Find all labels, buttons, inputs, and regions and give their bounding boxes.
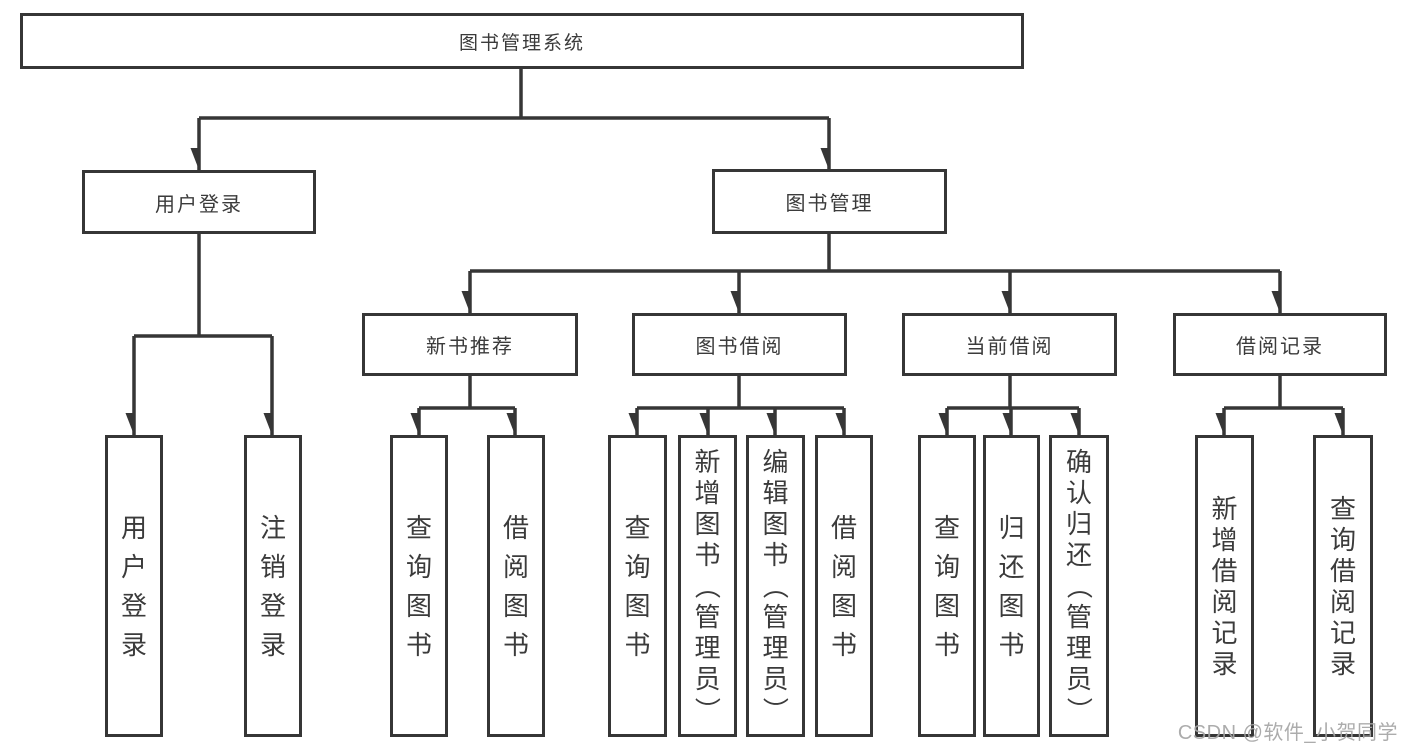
leaf-bb-edit-books-admin: 编辑图书（管理员） — [746, 435, 805, 737]
leaf-logout: 注销登录 — [244, 435, 302, 737]
leaf-label: 借阅图书 — [502, 512, 529, 660]
leaf-cb-confirm-return-admin: 确认归还（管理员） — [1049, 435, 1109, 737]
leaf-label: 注销登录 — [259, 512, 286, 660]
node-label: 图书管理 — [785, 193, 874, 215]
leaf-label: 查询借阅记录 — [1329, 493, 1356, 679]
node-label: 图书管理系统 — [458, 32, 585, 54]
leaf-label: 归还图书 — [998, 512, 1025, 660]
leaf-label: 查询图书 — [933, 512, 960, 660]
leaf-label: 新增借阅记录 — [1211, 493, 1238, 679]
leaf-cb-query-books: 查询图书 — [918, 435, 976, 737]
leaf-br-add-record: 新增借阅记录 — [1195, 435, 1254, 737]
node-user-login: 用户登录 — [82, 170, 316, 234]
leaf-nb-query-books: 查询图书 — [390, 435, 448, 737]
node-book-management: 图书管理 — [712, 169, 947, 234]
leaf-label: 查询图书 — [405, 512, 432, 660]
node-current-borrow: 当前借阅 — [902, 313, 1117, 376]
node-new-book-recommend: 新书推荐 — [362, 313, 578, 376]
node-book-borrow: 图书借阅 — [632, 313, 847, 376]
leaf-label: 用户登录 — [120, 512, 147, 660]
leaf-user-login: 用户登录 — [105, 435, 163, 737]
leaf-nb-borrow-books: 借阅图书 — [487, 435, 545, 737]
leaf-cb-return-books: 归还图书 — [983, 435, 1040, 737]
node-label: 用户登录 — [155, 193, 243, 216]
leaf-label: 编辑图书（管理员） — [760, 447, 791, 724]
node-label: 新书推荐 — [426, 336, 514, 358]
leaf-bb-add-books-admin: 新增图书（管理员） — [678, 435, 737, 737]
leaf-bb-borrow-books: 借阅图书 — [815, 435, 873, 737]
node-borrow-records: 借阅记录 — [1173, 313, 1387, 376]
node-label: 当前借阅 — [965, 336, 1054, 358]
leaf-label: 确认归还（管理员） — [1063, 447, 1094, 724]
node-label: 借阅记录 — [1236, 336, 1324, 358]
leaf-label: 借阅图书 — [830, 512, 857, 660]
node-library-management-system: 图书管理系统 — [20, 13, 1024, 69]
leaf-br-query-record: 查询借阅记录 — [1313, 435, 1373, 737]
node-label: 图书借阅 — [695, 336, 784, 358]
leaf-label: 新增图书（管理员） — [692, 447, 723, 724]
watermark: CSDN @软件_小贺同学 — [1177, 722, 1398, 744]
leaf-bb-query-books: 查询图书 — [608, 435, 667, 737]
leaf-label: 查询图书 — [624, 512, 651, 660]
